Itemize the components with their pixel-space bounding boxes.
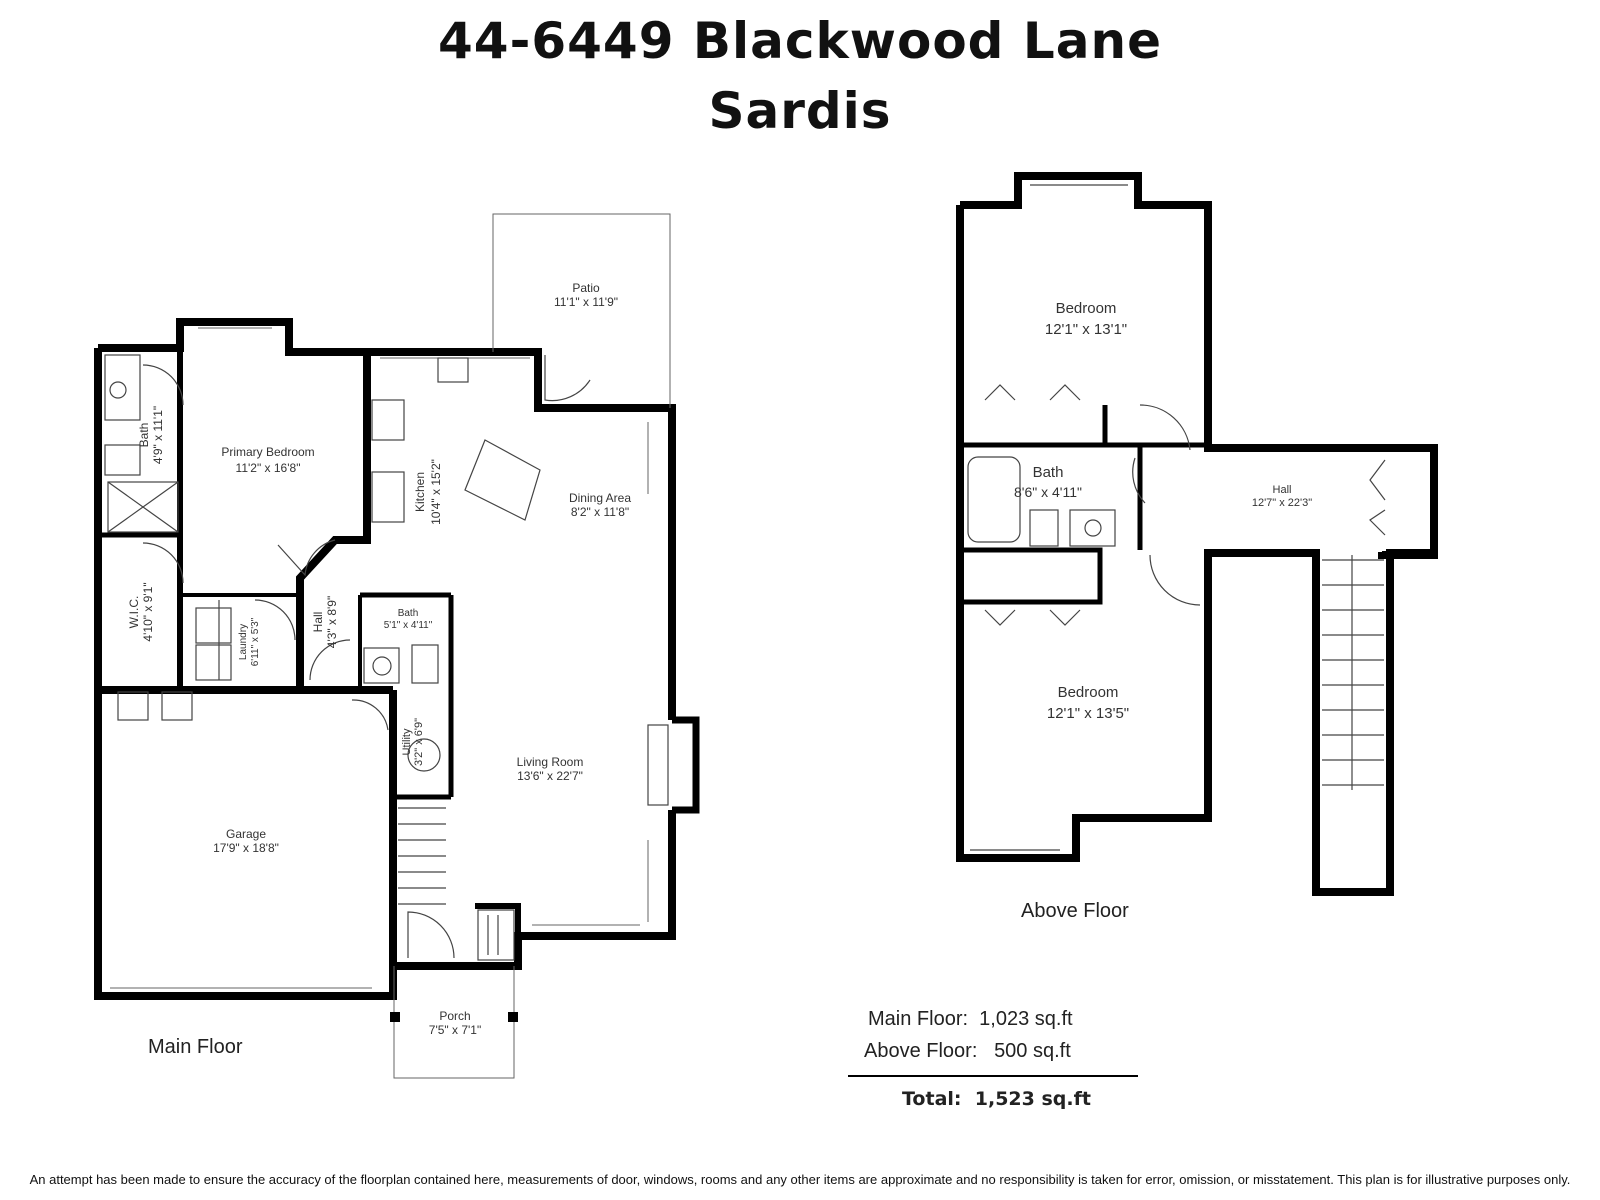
room-name-dining-area: Dining Area	[569, 491, 631, 505]
svg-text:12'7" x 22'3": 12'7" x 22'3"	[1252, 497, 1312, 509]
svg-text:4'10" x 9'1": 4'10" x 9'1"	[141, 582, 155, 641]
svg-text:W.I.C.: W.I.C.	[127, 596, 141, 629]
svg-text:Bedroom: Bedroom	[1056, 300, 1117, 317]
room-dims-primary-bath: 4'9" x 11'1"	[151, 406, 165, 464]
above-floor-area: Above Floor: 500 sq.ft	[864, 1040, 1071, 1063]
svg-text:11'2" x 16'8": 11'2" x 16'8"	[236, 461, 301, 475]
room-dims-wic: 4'10" x 9'1"	[141, 582, 155, 641]
svg-text:Garage: Garage	[226, 827, 266, 841]
above-floor-label: Above Floor	[1021, 900, 1129, 922]
main-floor-label: Main Floor	[148, 1036, 243, 1058]
svg-text:Hall: Hall	[1273, 484, 1292, 496]
svg-text:8'6" x 4'11": 8'6" x 4'11"	[1014, 484, 1082, 500]
room-dims-hall-upper: 12'7" x 22'3"	[1252, 497, 1312, 509]
room-name-patio: Patio	[572, 281, 600, 295]
room-name-bath-upper: Bath	[1033, 464, 1064, 481]
room-dims-kitchen: 10'4" x 15'2"	[429, 459, 443, 525]
svg-text:Primary Bedroom: Primary Bedroom	[221, 445, 314, 459]
total-area-label: Total:	[902, 1088, 962, 1110]
room-dims-bath-upper: 8'6" x 4'11"	[1014, 484, 1082, 500]
room-dims-bedroom-1: 12'1" x 13'1"	[1045, 321, 1127, 338]
room-name-bedroom-2: Bedroom	[1058, 684, 1119, 701]
room-dims-garage: 17'9" x 18'8"	[213, 841, 279, 855]
room-name-kitchen: Kitchen	[413, 472, 427, 512]
svg-text:Hall: Hall	[311, 612, 325, 633]
room-dims-utility: 3'2" x 6'9"	[413, 718, 425, 766]
svg-text:Bath: Bath	[1033, 464, 1064, 481]
address-title: 44-6449 Blackwood Lane	[438, 12, 1162, 70]
svg-text:Porch: Porch	[439, 1009, 470, 1023]
svg-text:11'1" x 11'9": 11'1" x 11'9"	[554, 295, 618, 309]
svg-text:Patio: Patio	[572, 281, 600, 295]
svg-text:13'6" x 22'7": 13'6" x 22'7"	[517, 769, 583, 783]
main-floor-area-value: 1,023 sq.ft	[979, 1008, 1073, 1030]
total-area: Total: 1,523 sq.ft	[902, 1088, 1091, 1110]
svg-text:5'1" x 4'11": 5'1" x 4'11"	[384, 620, 433, 631]
above-floor-area-value: 500 sq.ft	[994, 1040, 1071, 1062]
room-name-porch: Porch	[439, 1009, 470, 1023]
svg-text:Dining Area: Dining Area	[569, 491, 631, 505]
room-dims-dining-area: 8'2" x 11'8"	[571, 505, 629, 519]
room-name-laundry: Laundry	[238, 624, 249, 660]
room-name-bedroom-1: Bedroom	[1056, 300, 1117, 317]
room-dims-hall-main: 4'3" x 8'9"	[325, 596, 339, 648]
svg-text:4'9" x 11'1": 4'9" x 11'1"	[151, 406, 165, 464]
room-dims-living-room: 13'6" x 22'7"	[517, 769, 583, 783]
svg-text:17'9" x 18'8": 17'9" x 18'8"	[213, 841, 279, 855]
room-name-primary-bedroom: Primary Bedroom	[221, 445, 314, 459]
svg-text:Laundry: Laundry	[238, 624, 249, 660]
room-dims-laundry: 6'11" x 5'3"	[250, 617, 261, 666]
svg-text:Utility: Utility	[401, 728, 413, 755]
room-dims-patio: 11'1" x 11'9"	[554, 295, 618, 309]
room-name-hall-main: Hall	[311, 612, 325, 633]
svg-text:7'5" x 7'1": 7'5" x 7'1"	[429, 1023, 481, 1037]
svg-text:12'1" x 13'5": 12'1" x 13'5"	[1047, 705, 1129, 722]
room-dims-primary-bedroom: 11'2" x 16'8"	[236, 461, 301, 475]
city-title: Sardis	[708, 82, 892, 140]
svg-text:Bedroom: Bedroom	[1058, 684, 1119, 701]
svg-text:6'11" x 5'3": 6'11" x 5'3"	[250, 617, 261, 666]
svg-text:8'2" x 11'8": 8'2" x 11'8"	[571, 505, 629, 519]
above-floor-area-label: Above Floor:	[864, 1040, 978, 1062]
room-dims-bedroom-2: 12'1" x 13'5"	[1047, 705, 1129, 722]
svg-text:3'2" x 6'9": 3'2" x 6'9"	[413, 718, 425, 766]
room-name-bath-main: Bath	[398, 608, 419, 619]
svg-text:4'3" x 8'9": 4'3" x 8'9"	[325, 596, 339, 648]
above-floor-walls	[956, 172, 1438, 896]
room-dims-porch: 7'5" x 7'1"	[429, 1023, 481, 1037]
main-floor-area: Main Floor: 1,023 sq.ft	[868, 1008, 1073, 1031]
room-name-hall-upper: Hall	[1273, 484, 1292, 496]
room-name-wic: W.I.C.	[127, 596, 141, 629]
svg-text:12'1" x 13'1": 12'1" x 13'1"	[1045, 321, 1127, 338]
svg-text:Bath: Bath	[398, 608, 419, 619]
room-name-utility: Utility	[401, 728, 413, 755]
main-floor-area-label: Main Floor:	[868, 1008, 969, 1030]
room-dims-bath-main: 5'1" x 4'11"	[384, 620, 433, 631]
svg-text:Kitchen: Kitchen	[413, 472, 427, 512]
room-name-primary-bath: Bath	[137, 423, 151, 448]
svg-text:Living Room: Living Room	[517, 755, 584, 769]
svg-text:10'4" x 15'2": 10'4" x 15'2"	[429, 459, 443, 525]
total-area-value: 1,523 sq.ft	[974, 1088, 1091, 1110]
svg-text:Bath: Bath	[137, 423, 151, 448]
room-name-garage: Garage	[226, 827, 266, 841]
disclaimer-text: An attempt has been made to ensure the a…	[29, 1172, 1571, 1187]
room-name-living-room: Living Room	[517, 755, 584, 769]
main-floor-walls	[94, 318, 700, 1000]
